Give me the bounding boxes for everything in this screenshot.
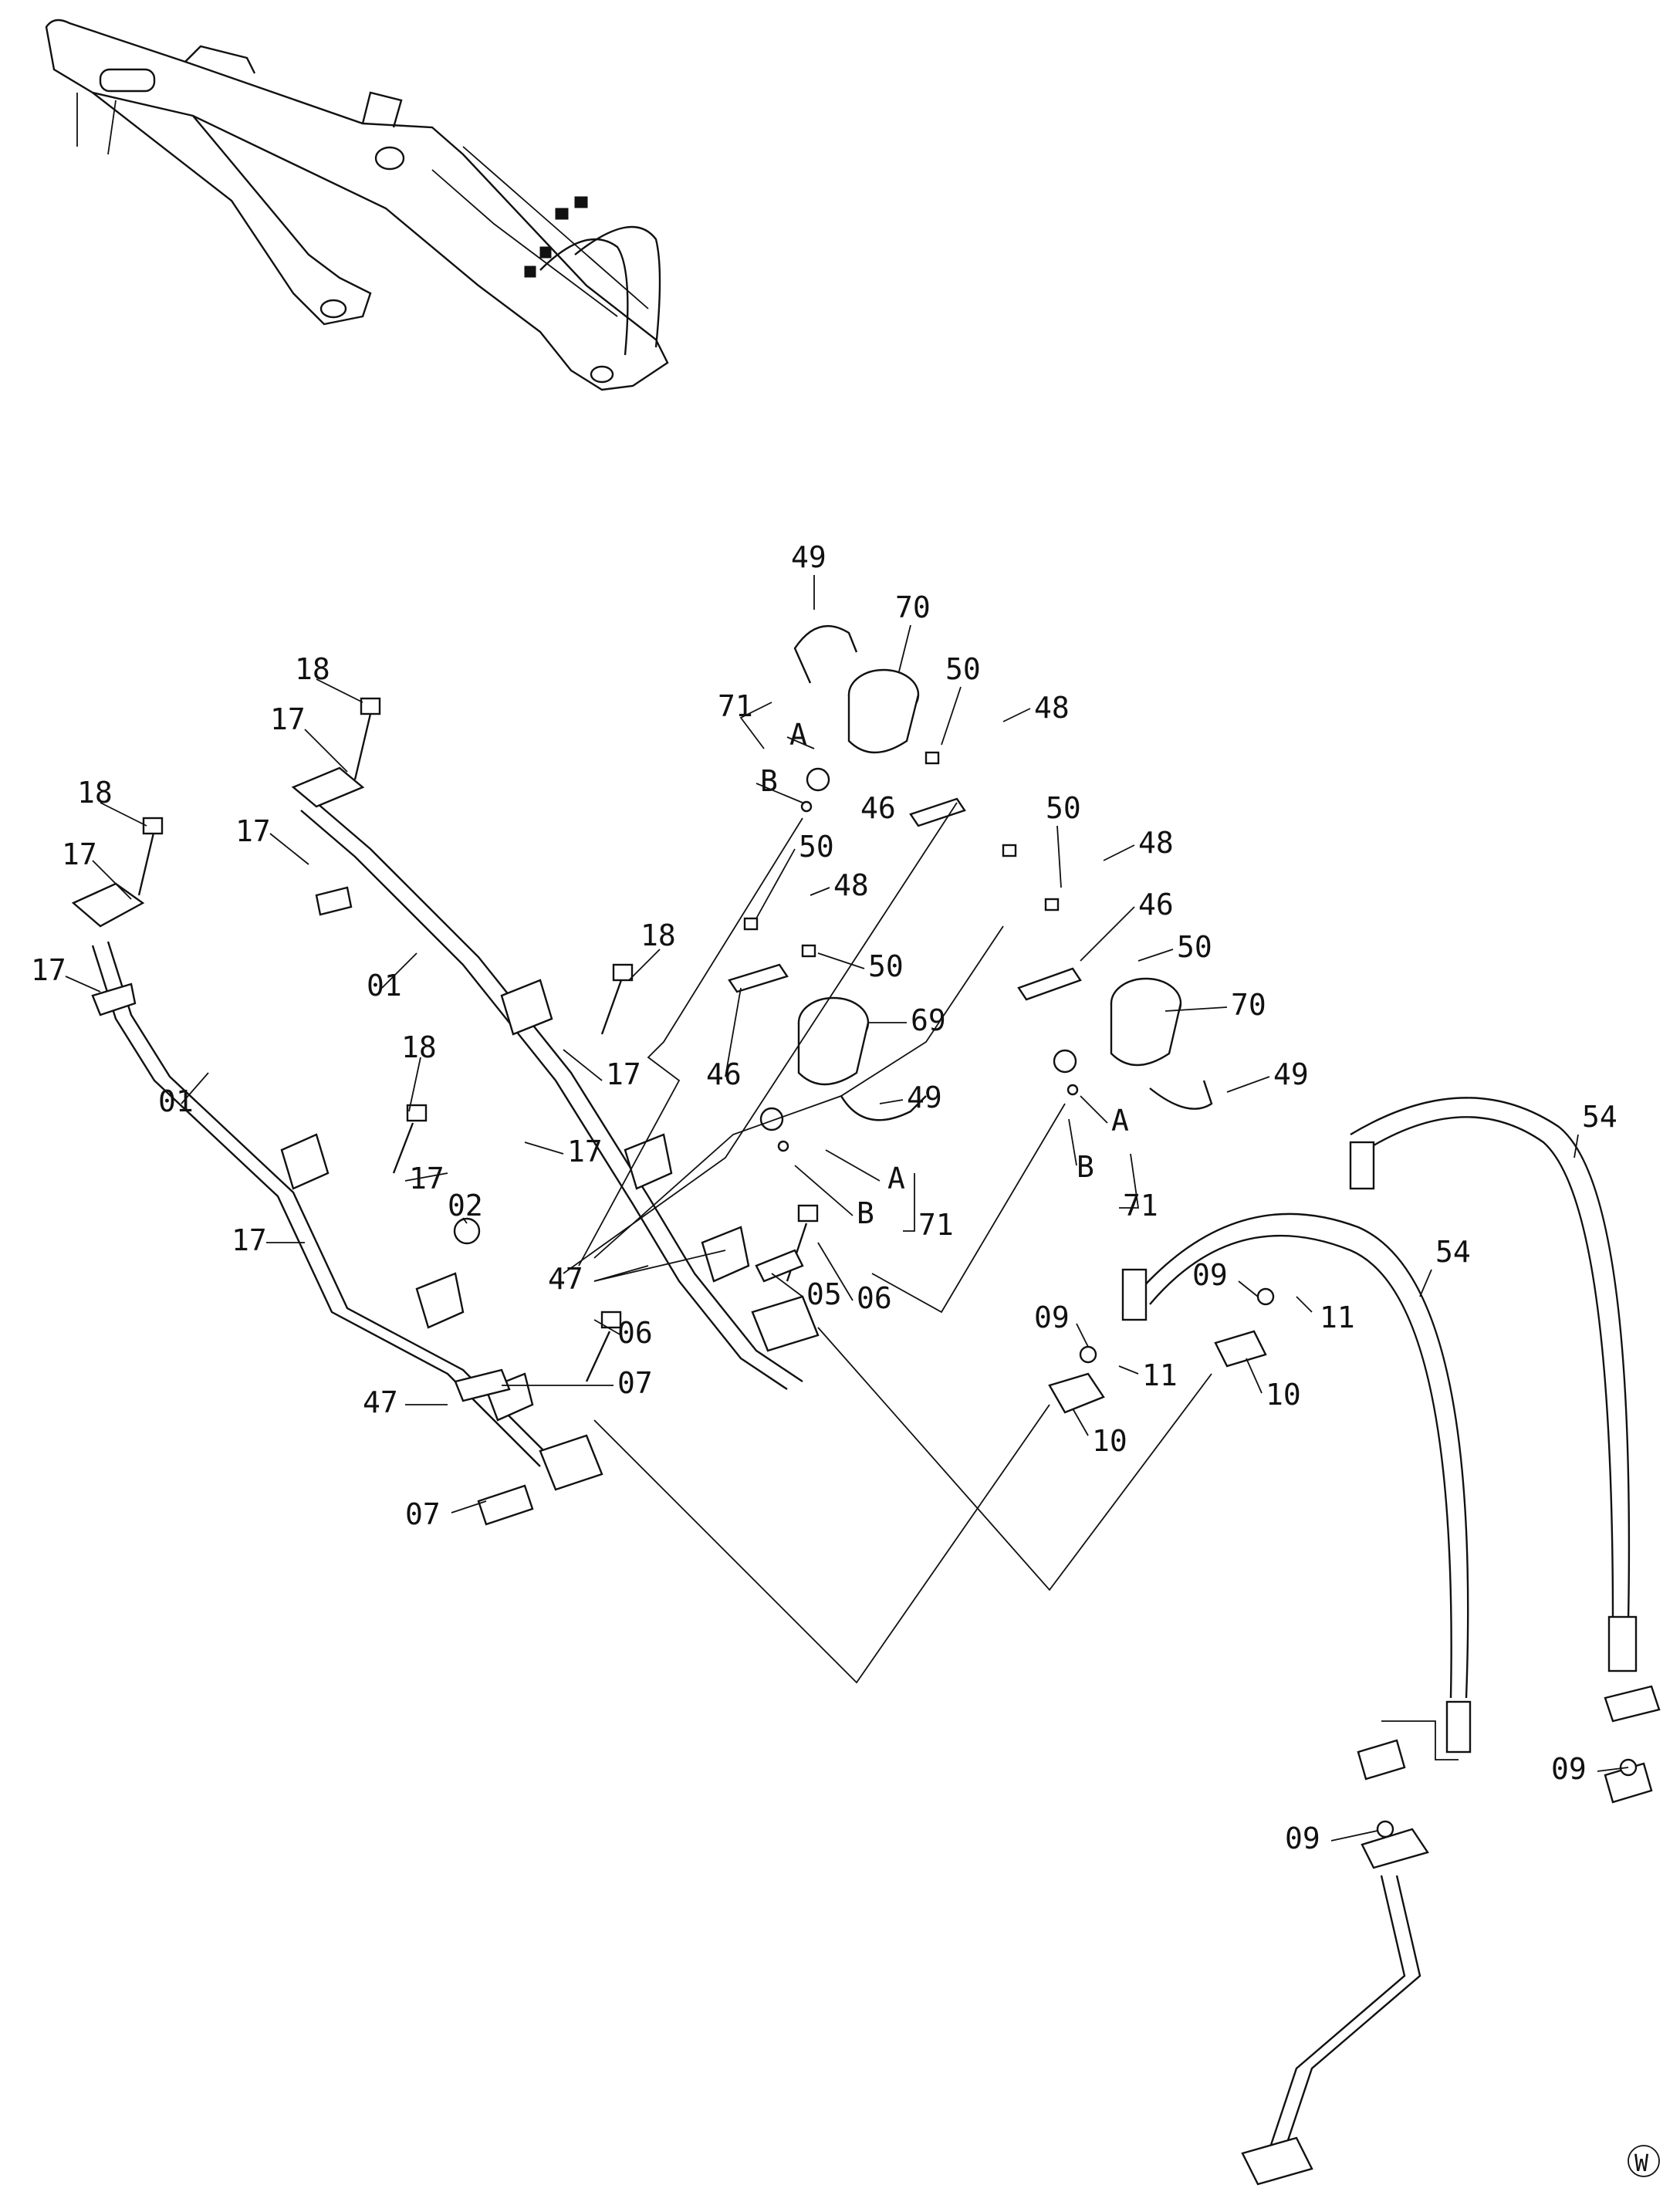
callout-71: 71 — [918, 1208, 954, 1242]
callout-09: 09 — [1551, 1752, 1587, 1786]
callout-B: B — [857, 1196, 874, 1230]
view-marker: W — [1628, 2145, 1660, 2177]
callout-18: 18 — [295, 652, 330, 686]
callout-49: 49 — [791, 540, 826, 574]
callout-54: 54 — [1435, 1235, 1471, 1269]
tube-01-middle — [291, 766, 820, 1390]
callout-17: 17 — [567, 1135, 603, 1169]
callout-labels: 49 70 71 A B 50 48 46 50 18 17 17 18 17 … — [31, 540, 1617, 1855]
callout-17: 17 — [270, 702, 306, 736]
callout-A: A — [789, 718, 807, 752]
callout-54: 54 — [1582, 1100, 1617, 1134]
callout-50: 50 — [799, 830, 834, 864]
callout-48: 48 — [1138, 826, 1174, 860]
callout-50: 50 — [945, 652, 981, 686]
callout-69: 69 — [911, 1003, 946, 1037]
callout-02: 02 — [448, 1189, 483, 1223]
callout-70: 70 — [1231, 988, 1266, 1022]
callout-46: 46 — [1138, 888, 1174, 922]
bolts-clamps — [137, 697, 819, 1526]
leader-lines — [65, 575, 1629, 1842]
callout-50: 50 — [1046, 791, 1081, 825]
callout-07: 07 — [405, 1497, 441, 1531]
callout-17: 17 — [606, 1057, 641, 1091]
callout-18: 18 — [77, 776, 113, 810]
hoses — [1121, 1097, 1638, 1754]
callout-46: 46 — [706, 1057, 742, 1091]
callout-01: 01 — [158, 1084, 194, 1118]
callout-B: B — [1077, 1150, 1094, 1184]
callout-09: 09 — [1192, 1258, 1228, 1292]
callout-17: 17 — [235, 814, 271, 848]
callout-17: 17 — [62, 837, 97, 871]
callout-47: 47 — [363, 1385, 398, 1419]
callout-11: 11 — [1320, 1300, 1355, 1334]
callout-18: 18 — [401, 1030, 437, 1064]
callout-71: 71 — [1123, 1189, 1158, 1223]
flanges-pipe — [1048, 1287, 1661, 2186]
callout-06: 06 — [857, 1281, 892, 1315]
callout-50: 50 — [868, 949, 904, 983]
boom-overview — [45, 19, 669, 391]
callout-17: 17 — [31, 953, 66, 987]
callout-10: 10 — [1266, 1378, 1301, 1412]
callout-09: 09 — [1034, 1300, 1070, 1334]
callout-71: 71 — [718, 689, 753, 723]
callout-46: 46 — [860, 791, 896, 825]
callout-11: 11 — [1142, 1358, 1178, 1392]
callout-10: 10 — [1092, 1424, 1127, 1458]
callout-B: B — [760, 764, 778, 798]
callout-05: 05 — [806, 1277, 842, 1311]
callout-47: 47 — [548, 1262, 583, 1296]
callout-48: 48 — [1034, 691, 1070, 725]
callout-A: A — [1111, 1104, 1129, 1138]
callout-18: 18 — [641, 918, 676, 952]
callout-09: 09 — [1285, 1821, 1320, 1855]
callout-49: 49 — [907, 1081, 942, 1114]
callout-50: 50 — [1177, 930, 1212, 964]
callout-06: 06 — [617, 1316, 653, 1350]
routing-lines — [563, 802, 1212, 1684]
callout-49: 49 — [1273, 1057, 1309, 1091]
callout-07: 07 — [617, 1366, 653, 1400]
brackets — [728, 751, 1082, 1152]
callout-48: 48 — [833, 868, 869, 902]
view-marker-label: W — [1634, 2150, 1649, 2177]
callout-17: 17 — [232, 1223, 267, 1257]
tube-01-left — [71, 882, 603, 1491]
callout-A: A — [887, 1162, 905, 1196]
callout-70: 70 — [895, 590, 931, 624]
